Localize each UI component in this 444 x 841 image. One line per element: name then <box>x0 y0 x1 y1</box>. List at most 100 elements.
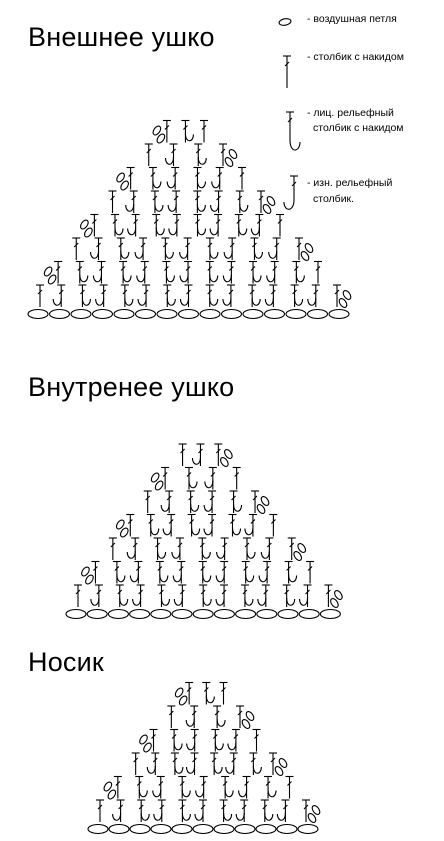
front-post-double-crochet <box>75 260 89 284</box>
back-post-double-crochet <box>298 584 312 607</box>
front-post-double-crochet <box>146 513 160 537</box>
back-post-double-crochet <box>210 190 223 213</box>
chain-stitch <box>242 308 264 320</box>
chain-stitch <box>278 758 288 768</box>
back-post-double-crochet <box>126 537 140 560</box>
legend-fpdc-label-1: - лиц. рельефный <box>307 107 394 119</box>
double-crochet <box>219 681 228 705</box>
back-post-double-crochet <box>134 237 148 260</box>
back-post-double-crochet <box>164 143 178 166</box>
double-crochet <box>302 799 310 822</box>
chain-stitch <box>285 308 307 320</box>
chain-stitch <box>262 204 272 214</box>
double-crochet <box>276 213 284 237</box>
front-post-double-crochet <box>162 260 175 284</box>
back-post-double-crochet <box>152 775 165 799</box>
back-post-double-crochet <box>235 799 249 822</box>
double-crochet <box>314 260 322 284</box>
front-post-double-crochet <box>193 190 206 213</box>
front-post-double-crochet <box>219 799 233 822</box>
chain-stitch <box>87 823 109 835</box>
front-post-double-crochet <box>290 284 304 307</box>
chain-stitch <box>150 608 172 620</box>
chain-stitch <box>134 308 157 320</box>
double-crochet <box>96 799 104 822</box>
chain-stitch <box>199 308 221 320</box>
front-post-double-crochet <box>248 284 261 307</box>
front-post-double-crochet <box>249 752 262 775</box>
double-crochet <box>113 775 122 799</box>
chain-stitch <box>293 551 303 561</box>
chain-stitch <box>260 496 270 506</box>
double-crochet <box>214 443 223 466</box>
chain-stitch <box>154 480 164 491</box>
front-post-double-crochet <box>241 560 255 584</box>
title-nose: Носик <box>28 647 104 677</box>
chain-stitch <box>80 219 89 230</box>
chain-stitch <box>119 527 129 538</box>
front-post-double-crochet <box>135 775 148 799</box>
front-post-double-crochet <box>187 513 201 537</box>
front-post-double-crochet <box>205 260 219 284</box>
back-post-double-crochet <box>153 799 166 822</box>
back-post-double-crochet <box>90 584 103 607</box>
chain-stitch <box>228 149 238 159</box>
back-post-double-crochet <box>136 260 149 284</box>
front-post-double-crochet <box>205 284 219 307</box>
double-crochet <box>232 466 241 490</box>
front-post-double-crochet <box>193 166 206 190</box>
front-post-double-crochet <box>152 213 165 237</box>
front-post-double-crochet <box>264 775 277 799</box>
back-post-double-crochet <box>260 537 274 560</box>
back-post-double-crochet <box>162 513 176 537</box>
chain-stitch <box>235 608 257 620</box>
front-post-double-crochet <box>161 237 174 260</box>
chain-stitch <box>298 608 320 620</box>
chain-stitch <box>107 789 117 800</box>
front-post-double-crochet <box>213 705 226 728</box>
chain-stitch <box>156 133 166 144</box>
back-post-double-crochet <box>264 284 278 307</box>
chain-stitch <box>115 519 125 530</box>
chain-stitch <box>220 308 243 320</box>
double-crochet <box>219 143 227 166</box>
back-post-double-crochet <box>203 513 217 537</box>
front-post-double-crochet <box>198 537 211 560</box>
chain-stitch <box>171 608 193 620</box>
title-inner-ear: Внутренее ушко <box>28 372 235 402</box>
front-post-double-crochet <box>178 799 191 822</box>
front-post-double-crochet <box>228 513 242 537</box>
chain-stitch <box>156 308 178 320</box>
front-post-double-crochet <box>170 752 184 775</box>
chain-stitch <box>116 172 125 183</box>
back-post-double-crochet <box>268 237 281 260</box>
chain-stitch <box>86 608 108 620</box>
double-crochet <box>72 237 81 260</box>
back-post-double-crochet <box>215 560 229 584</box>
chain-stitch <box>274 766 284 776</box>
legend-bpdc-label-2: столбик. <box>313 193 355 205</box>
back-post-double-crochet <box>167 190 181 213</box>
back-post-double-crochet <box>216 537 229 560</box>
chain-stitch <box>213 608 235 620</box>
chain-stitch <box>304 243 314 253</box>
double-crochet <box>178 443 187 466</box>
front-post-double-crochet <box>205 237 219 260</box>
front-post-double-crochet <box>148 166 162 190</box>
chain-stitch <box>224 449 233 459</box>
back-post-double-crochet <box>215 584 229 607</box>
back-post-double-crochet <box>185 705 199 728</box>
front-post-double-crochet <box>111 213 124 237</box>
back-post-double-crochet <box>227 728 240 752</box>
double-crochet <box>287 537 296 560</box>
double-crochet <box>91 560 100 584</box>
double-crochet <box>185 681 194 705</box>
double-crochet <box>54 260 63 284</box>
front-post-double-crochet <box>116 237 130 260</box>
double-crochet <box>108 537 117 560</box>
double-crochet <box>143 490 152 513</box>
back-post-double-crochet <box>112 799 125 822</box>
front-post-double-crochet <box>163 284 176 307</box>
double-crochet <box>200 119 208 143</box>
front-post-double-crochet <box>170 728 183 752</box>
